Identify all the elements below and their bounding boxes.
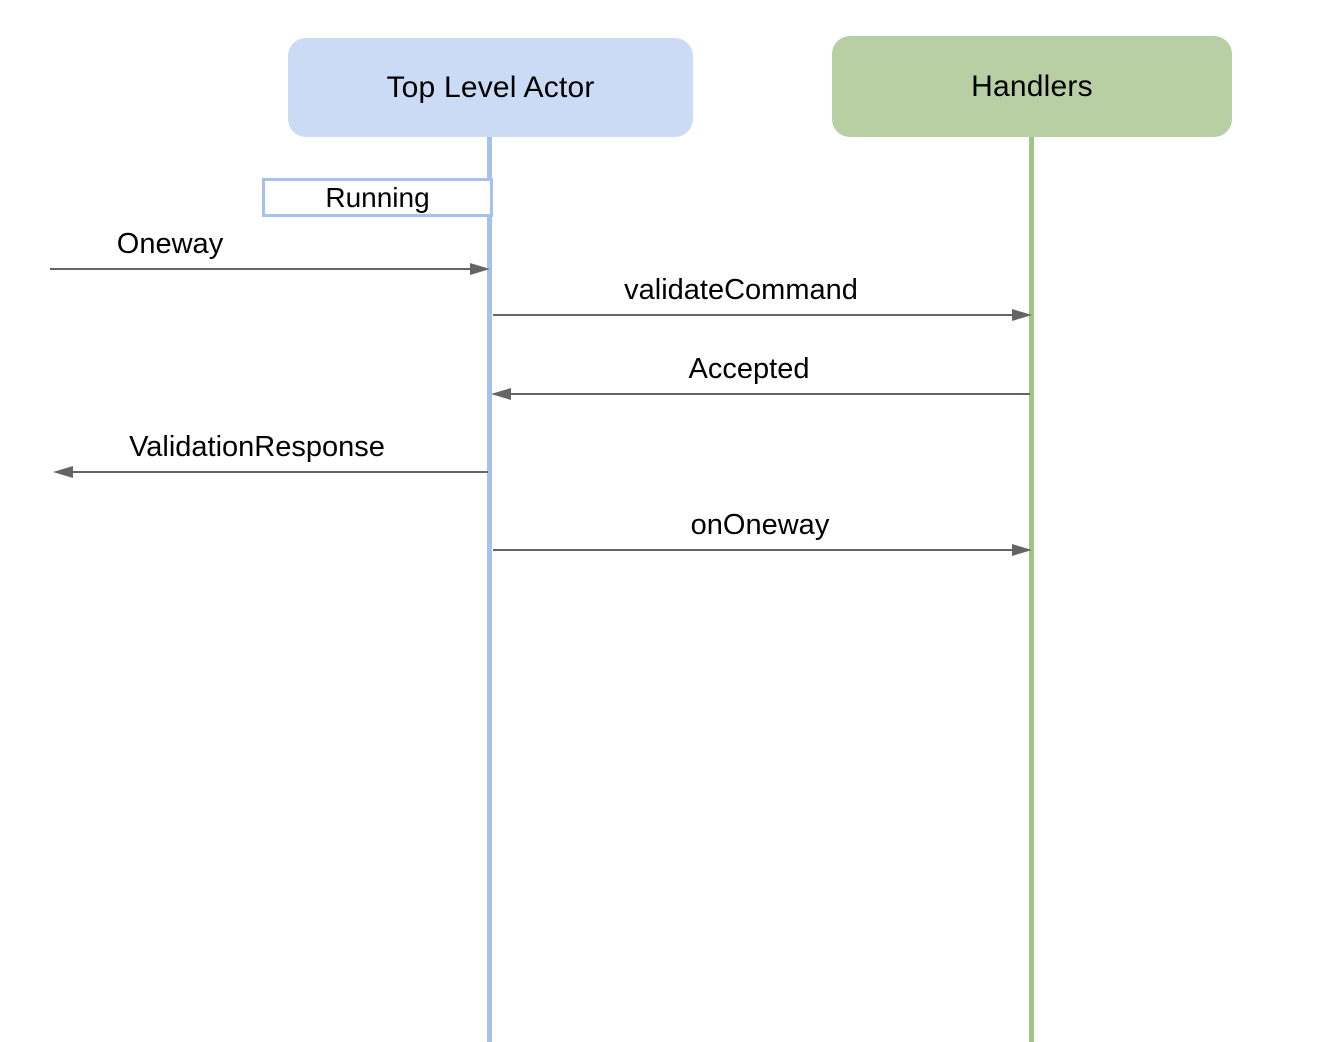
activation-box-running: Running xyxy=(262,178,493,217)
arrowhead-right-icon xyxy=(1012,544,1032,556)
actor-label-handlers: Handlers xyxy=(971,69,1093,103)
arrowhead-right-icon xyxy=(1012,309,1032,321)
lifeline-top-level-actor xyxy=(487,137,492,1042)
message-label-ononeway: onOneway xyxy=(690,509,830,541)
arrowhead-left-icon xyxy=(491,388,511,400)
message-line xyxy=(493,314,1016,316)
arrowhead-left-icon xyxy=(53,466,73,478)
message-line xyxy=(50,268,474,270)
arrowhead-right-icon xyxy=(470,263,490,275)
actor-label-top-level-actor: Top Level Actor xyxy=(386,70,595,104)
message-line xyxy=(493,549,1016,551)
message-label-oneway: Oneway xyxy=(116,228,224,260)
message-line xyxy=(507,393,1030,395)
message-label-accepted: Accepted xyxy=(688,353,810,385)
actor-box-top-level-actor: Top Level Actor xyxy=(288,38,693,137)
message-label-validationresponse: ValidationResponse xyxy=(129,431,385,463)
message-label-validatecommand: validateCommand xyxy=(624,274,858,306)
activation-label: Running xyxy=(325,181,430,213)
lifeline-handlers xyxy=(1029,137,1034,1042)
actor-box-handlers: Handlers xyxy=(832,36,1232,137)
message-line xyxy=(69,471,488,473)
